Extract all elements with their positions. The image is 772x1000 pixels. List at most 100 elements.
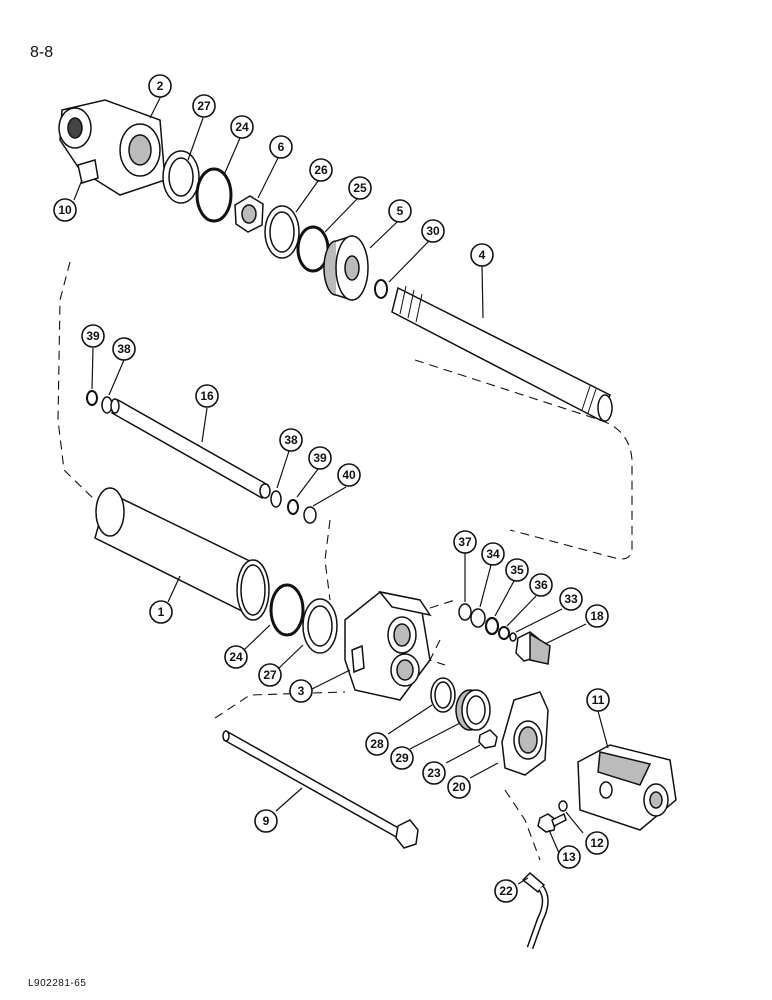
part-13-cap-screw [537,812,567,833]
part-12-lock-washer [558,800,568,812]
callout-10: 10 [53,198,77,222]
callout-36: 36 [529,573,553,597]
part-3-base-end [344,590,432,701]
svg-text:38: 38 [284,433,298,447]
callout-33: 33 [559,587,583,611]
callout-18: 18 [585,604,609,628]
part-9-tie-bolt [222,730,419,849]
assembly-outline-port [429,599,456,666]
svg-text:6: 6 [278,140,285,154]
svg-text:18: 18 [590,609,604,623]
callout-27-b: 27 [258,663,282,687]
svg-text:27: 27 [263,668,277,682]
svg-text:27: 27 [197,99,211,113]
svg-text:20: 20 [452,780,466,794]
part-24-o-ring-lower [269,583,305,637]
part-38-backup-ring-right [270,490,282,508]
callout-11: 11 [586,688,610,712]
svg-text:10: 10 [58,203,72,217]
callout-29: 29 [390,746,414,770]
part-23-nut [478,729,498,749]
figure-reference-code: L902281-65 [28,978,87,989]
part-39-o-ring-left [86,390,98,406]
callout-16: 16 [195,384,219,408]
part-24-o-ring [195,167,233,223]
callout-3: 3 [289,679,313,703]
part-5-piston [323,235,369,301]
svg-text:12: 12 [590,836,604,850]
part-16-tube [110,398,271,500]
callout-5: 5 [388,199,412,223]
svg-text:13: 13 [562,850,576,864]
callout-24: 24 [230,115,254,139]
callout-9: 9 [254,809,278,833]
callout-26: 26 [309,158,333,182]
svg-text:4: 4 [479,248,486,262]
svg-text:2: 2 [157,79,164,93]
svg-text:9: 9 [263,814,270,828]
callout-1: 1 [149,600,173,624]
svg-text:35: 35 [510,563,524,577]
callout-28: 28 [365,732,389,756]
svg-text:39: 39 [86,329,100,343]
svg-text:16: 16 [200,389,214,403]
part-29-wiper [455,689,491,731]
callout-4: 4 [470,243,494,267]
part-27-backup-ring-lower [302,598,338,654]
svg-text:33: 33 [564,592,578,606]
svg-text:11: 11 [592,693,605,707]
callout-2: 2 [148,74,172,98]
assembly-outline-mid [324,519,331,601]
part-33-o-ring [509,632,517,642]
svg-text:38: 38 [117,342,131,356]
part-11-clevis [577,744,677,831]
part-22-tube-fitting [521,871,549,950]
callout-25: 25 [348,176,372,200]
part-6-nut [234,195,264,233]
callout-23: 23 [422,761,446,785]
part-26-backup-ring [264,205,300,259]
svg-text:34: 34 [486,547,500,561]
callout-30: 30 [421,219,445,243]
part-40-washer [303,506,317,524]
part-37-washer [458,603,472,621]
svg-text:39: 39 [313,451,327,465]
part-28-seal [430,677,456,713]
assembly-outline-lower [214,691,346,719]
assembly-outline-upper [57,261,101,506]
callout-39: 39 [81,324,105,348]
callout-24-b: 24 [224,645,248,669]
svg-text:23: 23 [427,766,441,780]
callout-39-b: 39 [308,446,332,470]
svg-text:24: 24 [229,650,243,664]
leader-lines [73,95,609,885]
part-2-rod-end [58,99,166,196]
svg-text:37: 37 [458,535,472,549]
part-30-o-ring [374,279,388,299]
callout-38-b: 38 [279,428,303,452]
svg-text:26: 26 [314,163,328,177]
part-39-o-ring-right [287,499,299,515]
part-34-backup-ring [470,608,486,628]
svg-text:24: 24 [235,120,249,134]
callout-40: 40 [337,463,361,487]
svg-text:1: 1 [158,605,165,619]
callout-38: 38 [112,337,136,361]
callout-27: 27 [192,94,216,118]
callout-13: 13 [557,845,581,869]
callout-34: 34 [481,542,505,566]
part-4-piston-rod [391,285,613,422]
page-number: 8-8 [30,44,54,61]
part-27-backup-ring [162,150,200,204]
callout-20: 20 [447,775,471,799]
svg-text:28: 28 [370,737,384,751]
callout-6: 6 [269,135,293,159]
svg-text:22: 22 [499,884,513,898]
svg-text:29: 29 [395,751,409,765]
svg-text:30: 30 [426,224,440,238]
part-36-o-ring [498,626,510,640]
svg-text:40: 40 [342,468,356,482]
part-1-cylinder-barrel [94,487,270,621]
svg-text:36: 36 [534,578,548,592]
